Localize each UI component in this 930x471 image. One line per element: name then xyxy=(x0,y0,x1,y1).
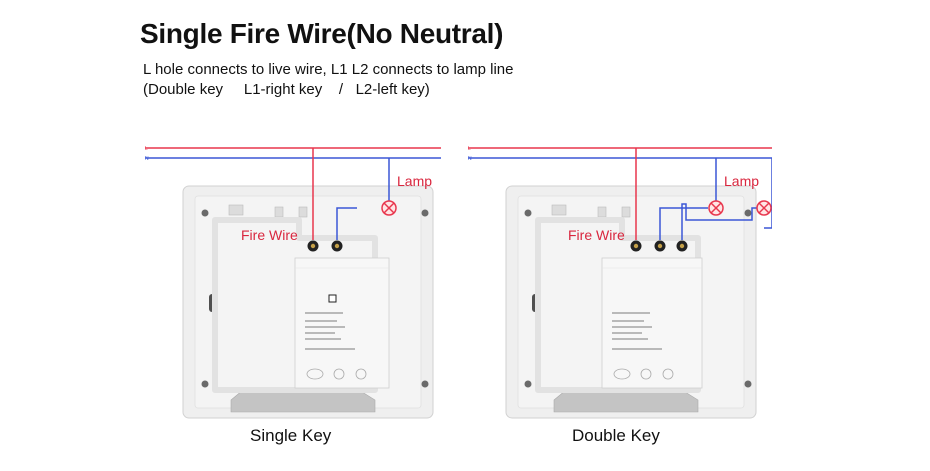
live-bus-label: L xyxy=(468,146,471,152)
terminal-L1 xyxy=(331,240,343,252)
terminal-L1 xyxy=(676,240,688,252)
lamp-icon xyxy=(756,200,772,216)
neutral-drop-wire-2 xyxy=(764,158,772,229)
double-key-diagram: L N xyxy=(462,128,772,433)
switch-module xyxy=(601,257,703,389)
single-key-diagram: L N xyxy=(139,128,449,433)
terminal-L xyxy=(307,240,319,252)
neutral-bus-label: N xyxy=(468,156,472,162)
l1-lamp-wire xyxy=(681,203,764,240)
page-title: Single Fire Wire(No Neutral) xyxy=(140,18,504,49)
lamp-label: Lamp xyxy=(724,173,759,189)
spec-label-block xyxy=(612,312,662,350)
lamp-feed-wire xyxy=(336,207,357,240)
lamp-icon xyxy=(381,200,397,216)
single-key-caption: Single Key xyxy=(250,426,332,445)
description-line-2: (Double key L1-right key / L2-left key) xyxy=(143,81,430,98)
lamp-label: Lamp xyxy=(397,173,432,189)
certification-marks xyxy=(306,368,367,380)
neutral-bus-label: N xyxy=(145,156,149,162)
l2-lamp-wire xyxy=(659,207,708,240)
fire-wire-label: Fire Wire xyxy=(568,227,625,243)
lamp-icon xyxy=(708,200,724,216)
switch-module xyxy=(294,257,390,389)
double-key-caption: Double Key xyxy=(572,426,660,445)
description-line-1: L hole connects to live wire, L1 L2 conn… xyxy=(143,61,514,78)
certification-marks xyxy=(613,368,674,380)
live-bus-label: L xyxy=(145,146,148,152)
fire-wire-label: Fire Wire xyxy=(241,227,298,243)
status-led-square xyxy=(328,294,337,303)
spec-label-block xyxy=(305,312,355,350)
terminal-L xyxy=(630,240,642,252)
terminal-L2 xyxy=(654,240,666,252)
